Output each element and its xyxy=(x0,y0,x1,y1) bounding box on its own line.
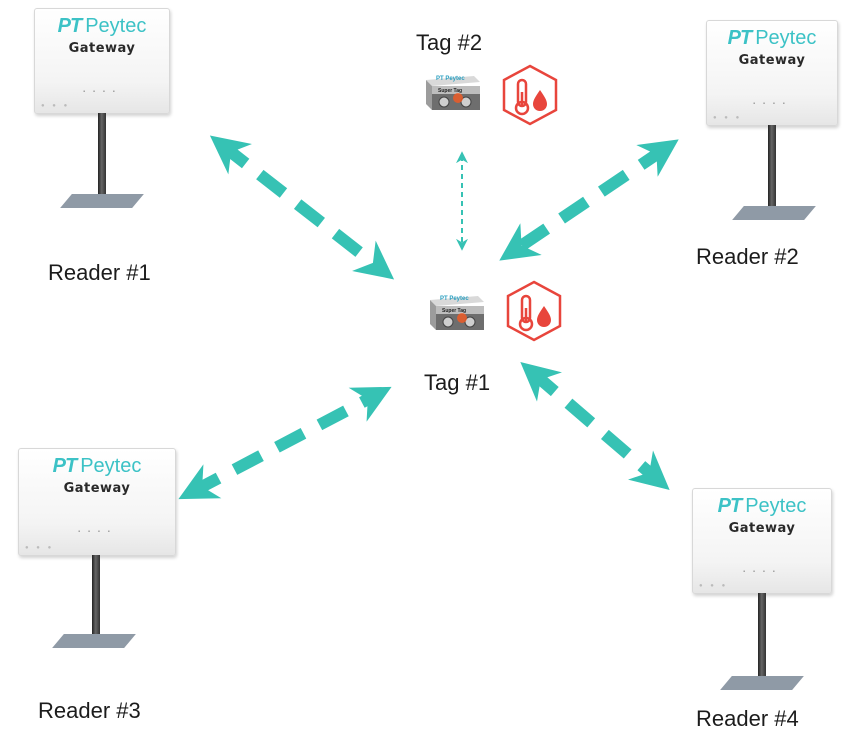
reader-label: Reader #1 xyxy=(48,260,151,285)
arrow-reader3-tag1 xyxy=(178,386,392,500)
led-indicators: ● ● ● xyxy=(25,545,55,551)
brand-name: Peytec xyxy=(745,495,807,517)
status-dots: .... xyxy=(742,559,782,575)
led-indicators: ● ● ● xyxy=(713,115,743,121)
mount-pole xyxy=(98,113,106,198)
led-indicators: ● ● ● xyxy=(699,583,729,589)
tag-label: Tag #1 xyxy=(424,370,491,395)
brand-name: Peytec xyxy=(85,15,147,37)
mount-base xyxy=(720,676,804,690)
super-tag-device: PT Peytec Super Tag xyxy=(426,76,480,110)
brand-name: Peytec xyxy=(755,27,817,49)
reader-label: Reader #2 xyxy=(696,244,799,269)
status-dots: .... xyxy=(752,91,792,107)
status-dots: .... xyxy=(77,519,117,535)
brand-logo: PT xyxy=(52,455,78,477)
gateway-label: Gateway xyxy=(728,521,796,536)
tag-brand-text: PT Peytec xyxy=(440,296,469,302)
led-indicators: ● ● ● xyxy=(41,103,71,109)
brand-logo: PT xyxy=(57,15,83,37)
mount-pole xyxy=(758,593,766,679)
mount-base xyxy=(60,194,144,208)
mount-base xyxy=(52,634,136,648)
mount-pole xyxy=(768,125,776,209)
reader-label: Reader #3 xyxy=(38,698,141,723)
super-tag-device: PT Peytec Super Tag xyxy=(430,296,484,330)
mount-base xyxy=(732,206,816,220)
tag-label: Tag #2 xyxy=(416,30,483,55)
temperature-humidity-icon xyxy=(506,280,562,342)
temperature-humidity-icon xyxy=(502,64,558,126)
gateway-label: Gateway xyxy=(738,53,806,68)
status-dots: .... xyxy=(82,79,122,95)
arrow-reader1-tag1 xyxy=(209,135,395,280)
gateway-label: Gateway xyxy=(63,481,131,496)
reader-label: Reader #4 xyxy=(696,706,799,731)
mount-pole xyxy=(92,555,100,639)
arrow-reader2-tag1 xyxy=(499,139,679,261)
tag-model-text: Super Tag xyxy=(438,88,462,94)
gateway-label: Gateway xyxy=(68,41,136,56)
brand-name: Peytec xyxy=(80,455,142,477)
arrow-reader4-tag1 xyxy=(520,362,670,490)
tag-model-text: Super Tag xyxy=(442,308,466,314)
tag-brand-text: PT Peytec xyxy=(436,76,465,82)
brand-logo: PT xyxy=(727,27,753,49)
brand-logo: PT xyxy=(717,495,743,517)
